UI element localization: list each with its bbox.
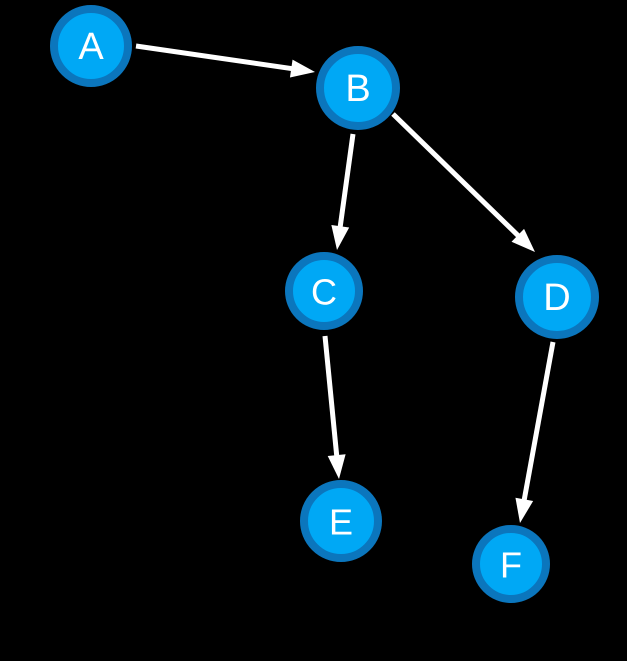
node-label: D <box>543 277 570 319</box>
edge-b-to-c <box>331 133 356 250</box>
node-circle[interactable] <box>285 252 363 330</box>
node-label: A <box>78 26 104 68</box>
arrowhead-icon <box>515 497 534 523</box>
node-circle[interactable] <box>515 255 599 339</box>
nodes-layer: A B C D E F <box>50 5 599 603</box>
edge-d-to-f <box>515 341 556 523</box>
graph-node-e[interactable]: E <box>300 480 382 562</box>
node-circle[interactable] <box>472 525 550 603</box>
edge-line <box>135 43 294 72</box>
graph-node-f[interactable]: F <box>472 525 550 603</box>
edge-line <box>322 335 340 458</box>
graph-node-d[interactable]: D <box>515 255 599 339</box>
arrowhead-icon <box>327 454 346 479</box>
node-label: B <box>345 68 370 110</box>
edge-line <box>337 133 356 229</box>
arrowhead-icon <box>289 59 315 78</box>
edge-line <box>391 112 521 239</box>
edges-layer <box>135 43 556 523</box>
node-label: C <box>311 272 337 313</box>
node-label: E <box>329 502 353 543</box>
edge-line <box>521 341 556 502</box>
node-circle[interactable] <box>50 5 132 87</box>
graph-node-b[interactable]: B <box>316 46 400 130</box>
graph-node-c[interactable]: C <box>285 252 363 330</box>
arrowhead-icon <box>511 228 535 252</box>
graph-node-a[interactable]: A <box>50 5 132 87</box>
node-circle[interactable] <box>300 480 382 562</box>
edge-c-to-e <box>322 335 346 479</box>
arrowhead-icon <box>331 224 350 250</box>
edge-a-to-b <box>135 43 315 78</box>
node-circle[interactable] <box>316 46 400 130</box>
edge-b-to-d <box>391 112 535 252</box>
node-label: F <box>500 545 522 586</box>
